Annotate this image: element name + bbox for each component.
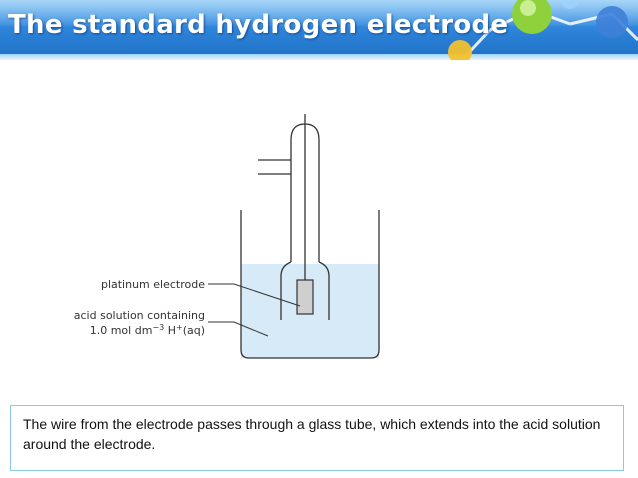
label-concentration: 1.0 mol dm−3 H+(aq) — [90, 323, 205, 337]
glass-tube-skirt — [280, 261, 330, 320]
molecule-decoration-icon — [448, 0, 638, 60]
slide-title: The standard hydrogen electrode — [8, 10, 509, 40]
hydrogen-inlet-arm — [258, 159, 291, 175]
header-underline — [0, 54, 638, 60]
label-acid-solution: acid solution containing — [74, 309, 205, 322]
beaker — [240, 210, 380, 359]
hydrogen-electrode-diagram: platinum electrode acid solution contain… — [74, 114, 380, 359]
slide-header: The standard hydrogen electrode — [0, 0, 638, 60]
caption-box: The wire from the electrode passes throu… — [10, 405, 624, 471]
caption-text: The wire from the electrode passes throu… — [23, 416, 601, 452]
solution-leader-line — [208, 321, 269, 337]
platinum-electrode — [296, 279, 314, 315]
label-platinum-electrode: platinum electrode — [101, 278, 205, 291]
electrode-leader-line — [208, 283, 301, 307]
